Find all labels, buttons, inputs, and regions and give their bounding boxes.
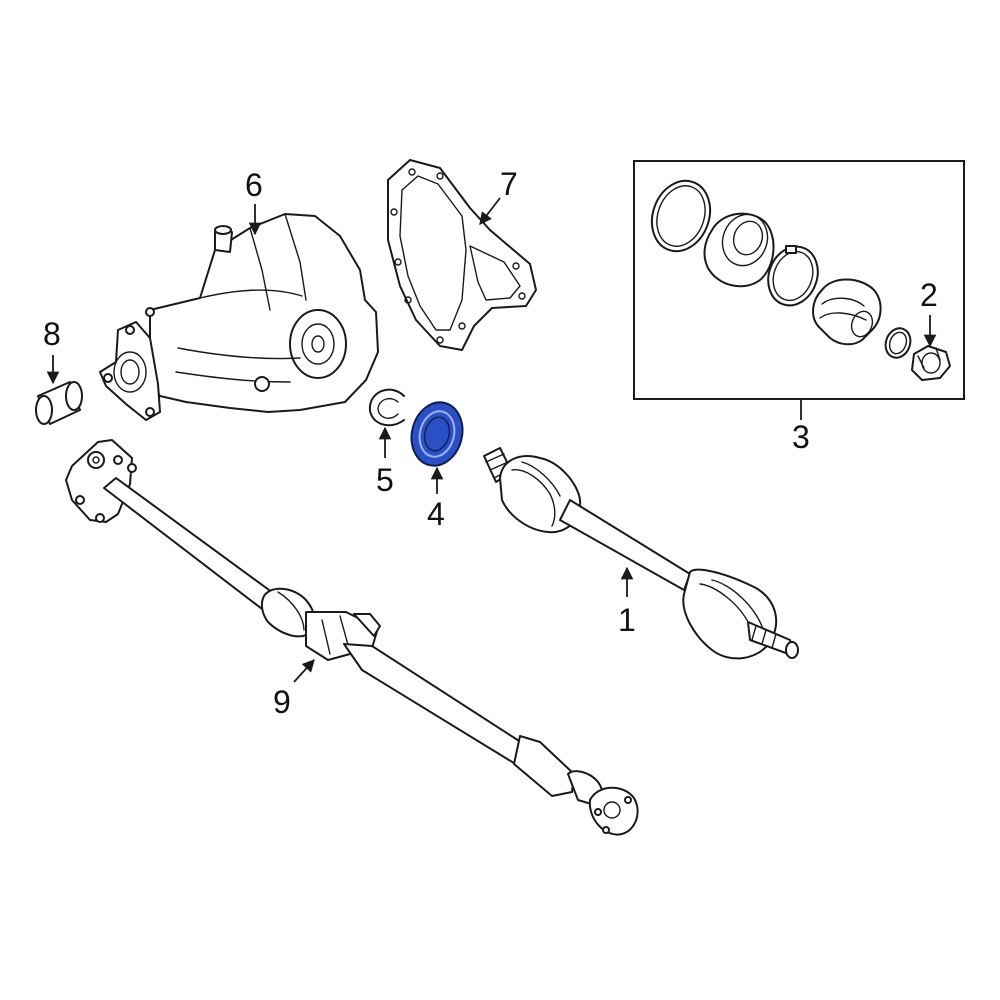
drive-shaft[interactable] xyxy=(65,439,639,836)
leader-lines xyxy=(46,197,937,683)
callout-1: 1 xyxy=(618,602,636,638)
snap-ring[interactable] xyxy=(368,388,405,427)
bushing[interactable] xyxy=(35,381,83,425)
leader-7 xyxy=(479,197,501,225)
leader-9 xyxy=(293,659,315,683)
kit-boot-clamp-large[interactable] xyxy=(760,240,826,313)
callout-3: 3 xyxy=(792,419,810,455)
shaft-seal[interactable] xyxy=(405,397,469,471)
callout-7: 7 xyxy=(500,166,518,202)
callout-6: 6 xyxy=(245,167,263,203)
callout-5: 5 xyxy=(376,462,394,498)
axle-nut[interactable] xyxy=(911,345,951,381)
callout-8: 8 xyxy=(43,316,61,352)
callout-9: 9 xyxy=(273,684,291,720)
axle-shaft[interactable] xyxy=(483,447,799,660)
kit-boot-clamp-small[interactable] xyxy=(882,325,915,361)
kit-box xyxy=(633,160,965,400)
kit-cv-boot[interactable] xyxy=(812,278,882,346)
differential-housing[interactable] xyxy=(99,213,379,421)
differential-cover-gasket[interactable] xyxy=(387,159,537,351)
callout-labels: 1 2 3 4 5 6 7 8 9 xyxy=(43,166,938,720)
kit-cv-joint-housing[interactable] xyxy=(703,208,775,288)
kit-large-ring[interactable] xyxy=(642,173,719,260)
callout-2: 2 xyxy=(920,277,938,313)
callout-4: 4 xyxy=(427,496,445,532)
